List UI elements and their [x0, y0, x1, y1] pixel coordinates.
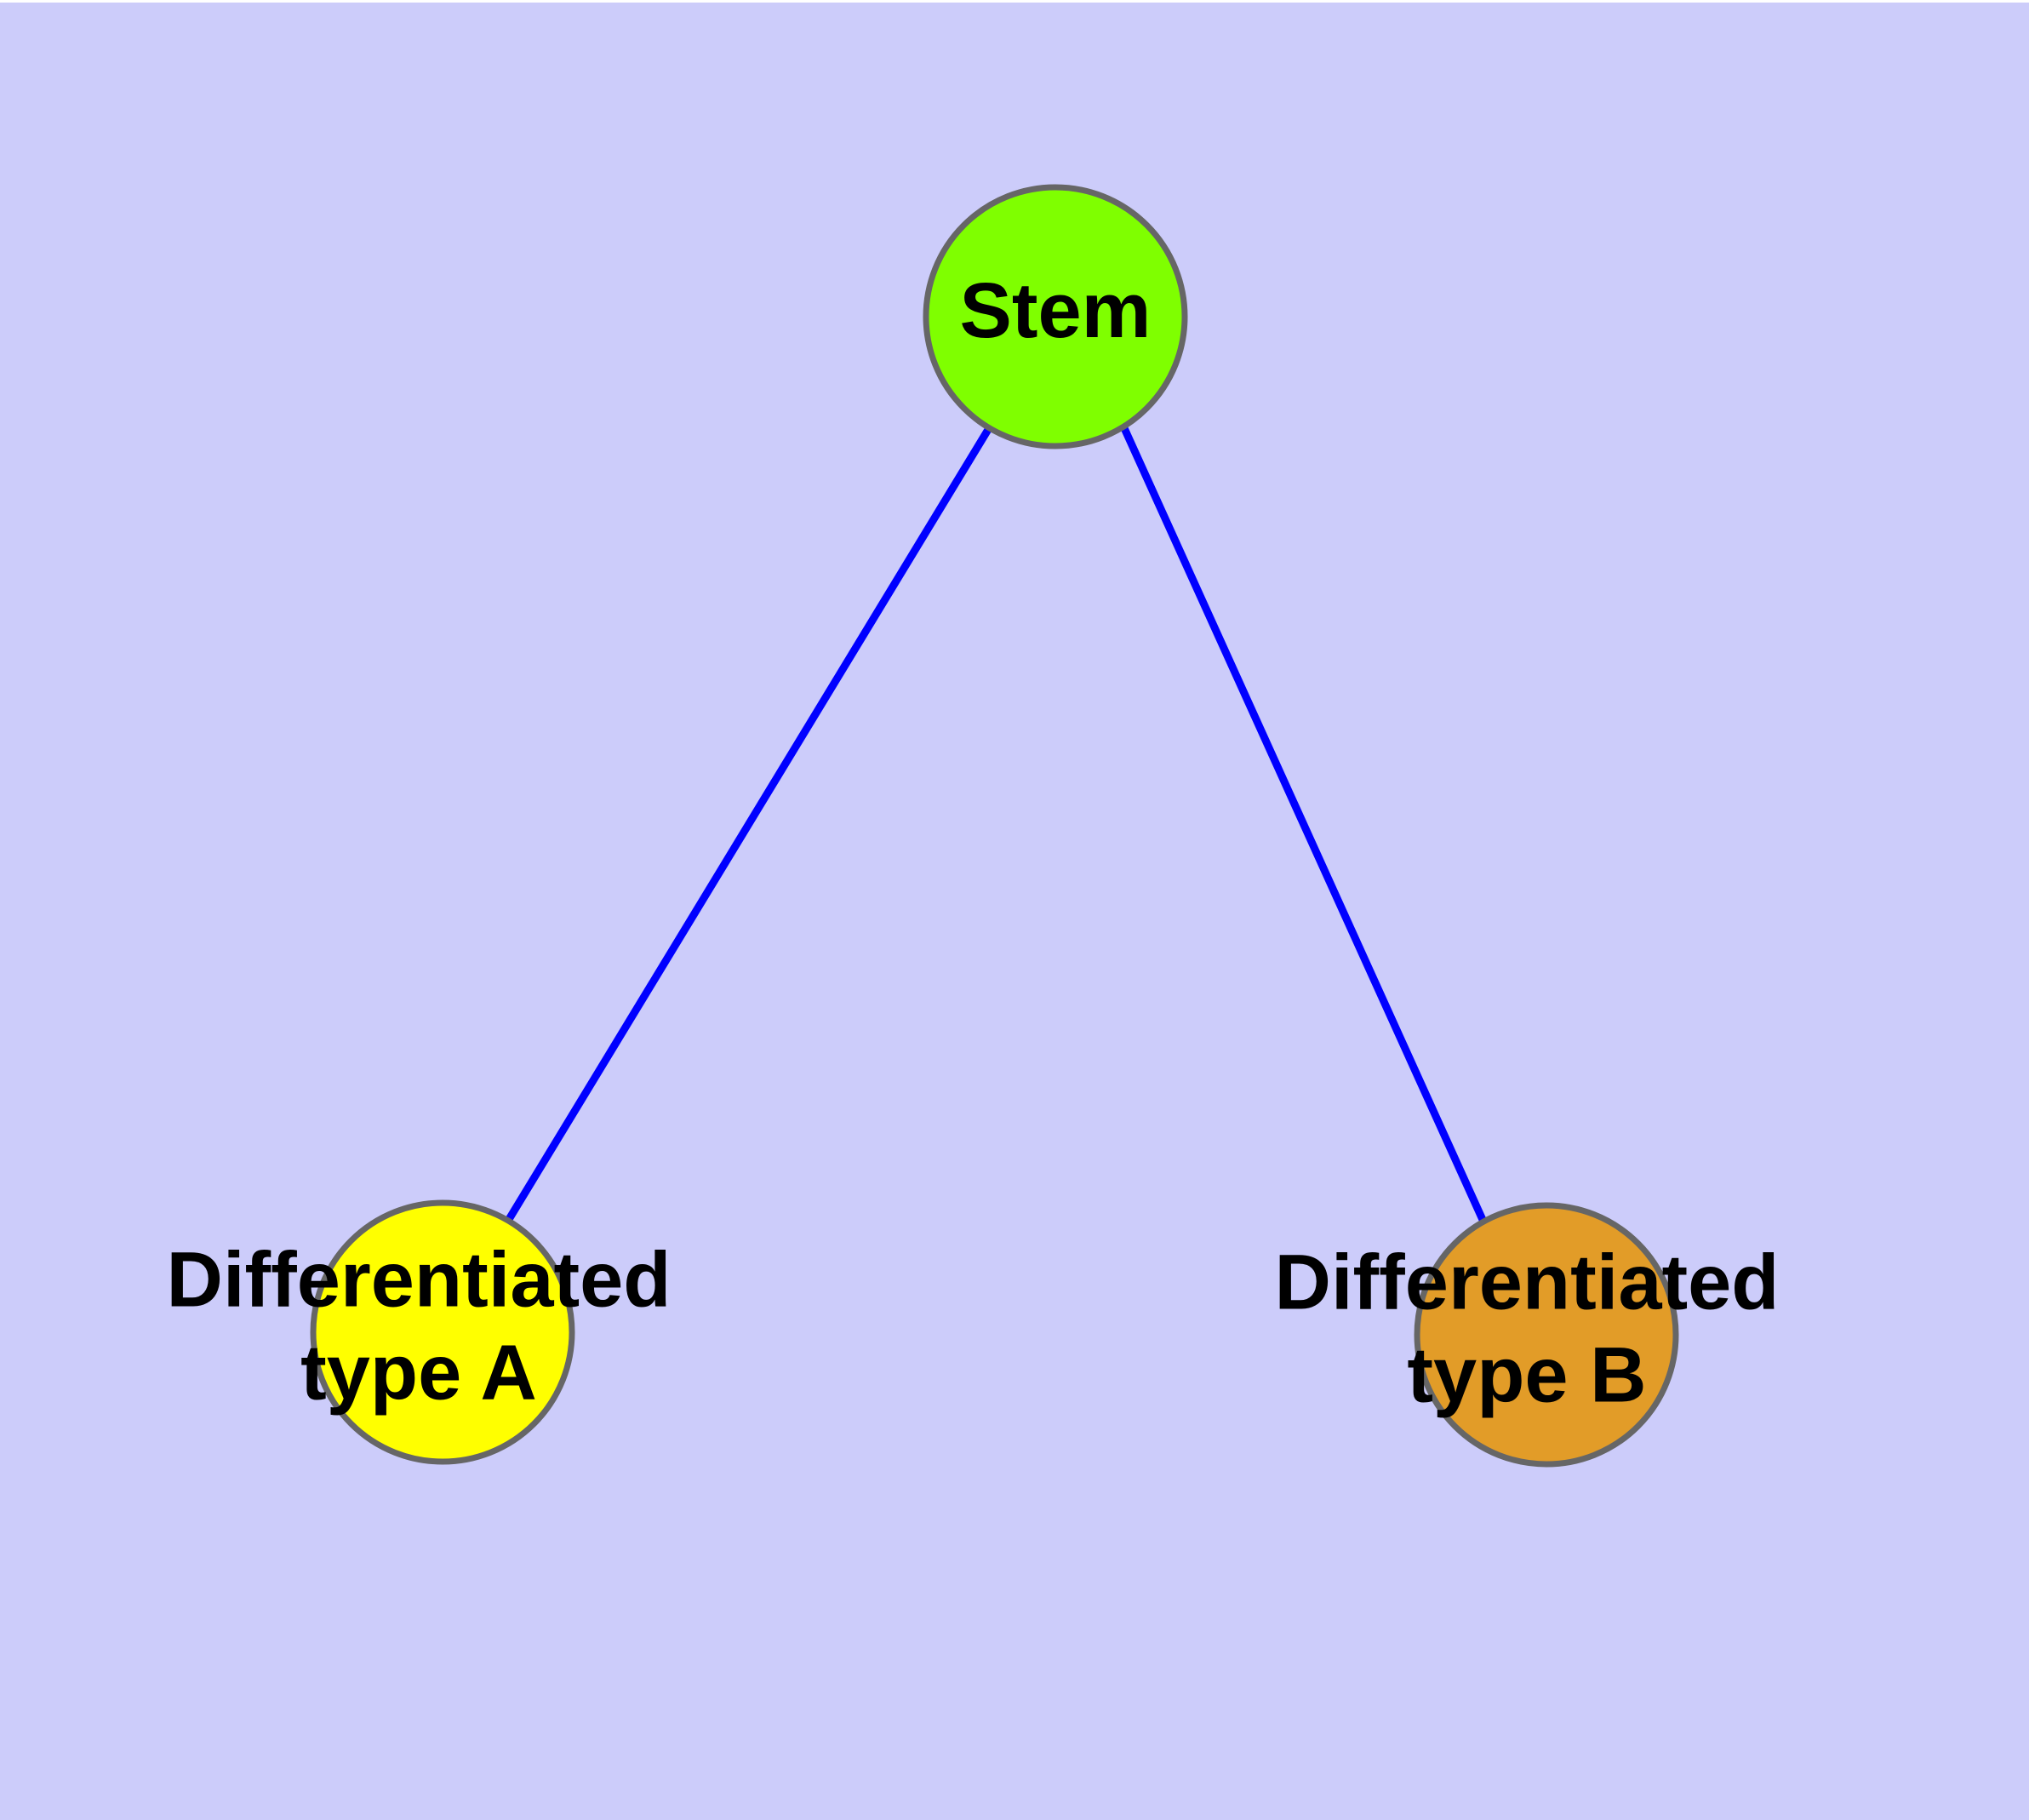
edge-stem-to-type-b[interactable]	[1120, 426, 1488, 1223]
node-stem-circle[interactable]	[923, 184, 1188, 449]
edge-group	[505, 426, 1488, 1223]
node-group	[310, 184, 1679, 1468]
edge-stem-to-type-a[interactable]	[505, 426, 992, 1223]
node-differentiated-type-b-circle[interactable]	[1414, 1202, 1679, 1468]
node-stem-label: Stem	[960, 267, 1152, 354]
node-differentiated-type-a-circle[interactable]	[310, 1199, 575, 1465]
